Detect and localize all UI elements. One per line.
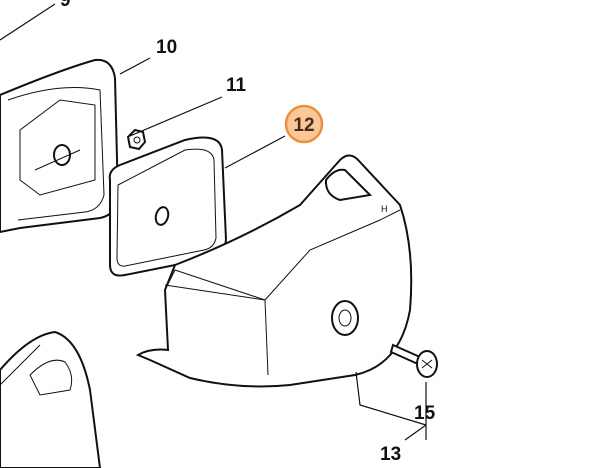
- callout-12-highlighted[interactable]: 12: [284, 104, 324, 144]
- air-box-housing[interactable]: [0, 58, 120, 234]
- engine-housing[interactable]: [0, 330, 102, 468]
- leader-lines: [0, 3, 427, 441]
- callout-9[interactable]: 9: [60, 0, 71, 11]
- filter-cover[interactable]: H: [135, 154, 413, 388]
- screw[interactable]: [389, 343, 438, 378]
- part-marking-h: H: [381, 204, 388, 214]
- callout-10[interactable]: 10: [156, 37, 177, 58]
- callout-12[interactable]: 12: [293, 115, 314, 136]
- callout-15[interactable]: 15: [414, 403, 436, 424]
- callout-11[interactable]: 11: [226, 75, 247, 96]
- callout-13[interactable]: 13: [380, 444, 401, 465]
- air-filter[interactable]: [108, 136, 228, 277]
